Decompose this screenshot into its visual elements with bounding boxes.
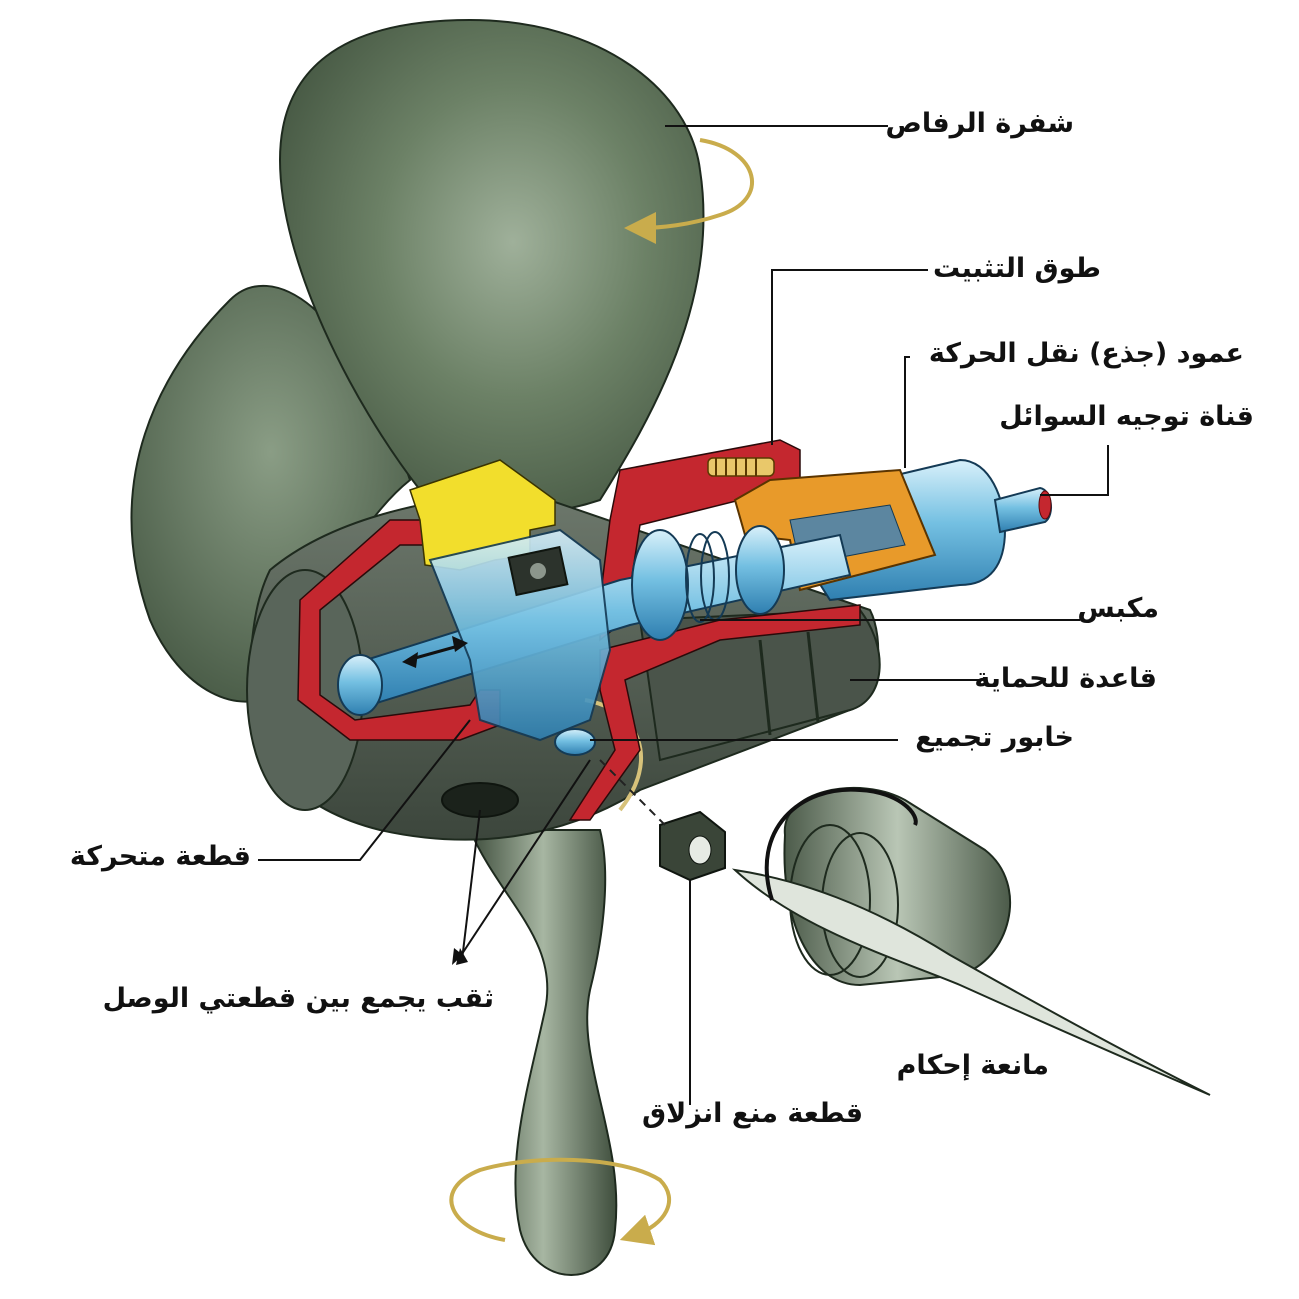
anti-slip-part <box>659 810 726 882</box>
label-moving-part: قطعة متحركة <box>69 841 251 872</box>
label-piston: مكبس <box>1077 593 1159 624</box>
piston-rings <box>631 525 785 641</box>
label-coupling-hole: ثقب يجمع بين قطعتي الوصل <box>102 983 494 1014</box>
sealing-plug <box>731 787 1211 1096</box>
o-ring <box>764 787 918 901</box>
rotation-arrow-top <box>624 138 754 244</box>
locking-collar-spring <box>707 457 775 477</box>
label-locking-collar: طوق التثبيت <box>933 253 1101 284</box>
dashed-guide-line <box>599 759 666 826</box>
lower-propeller-blade <box>468 829 618 1276</box>
label-sealing-plug: مانعة إحكام <box>896 1050 1049 1081</box>
label-anti-slip-part: قطعة منع انزلاق <box>641 1098 863 1129</box>
assembly-pin-head <box>554 728 596 756</box>
label-propeller-blade: شفرة الرفاص <box>885 108 1074 139</box>
leader-lines <box>258 125 1109 1105</box>
coupling-hole-arrow-heads <box>452 948 468 965</box>
label-assembly-pin: خابور تجميع <box>915 722 1074 753</box>
label-fluid-channel: قناة توجيه السوائل <box>999 401 1254 432</box>
label-protection-base: قاعدة للحماية <box>974 663 1157 694</box>
label-drive-shaft: عمود (جذع) نقل الحركة <box>928 338 1244 369</box>
moving-part-tip <box>337 654 383 716</box>
rotation-arrow-bottom <box>449 1157 672 1246</box>
